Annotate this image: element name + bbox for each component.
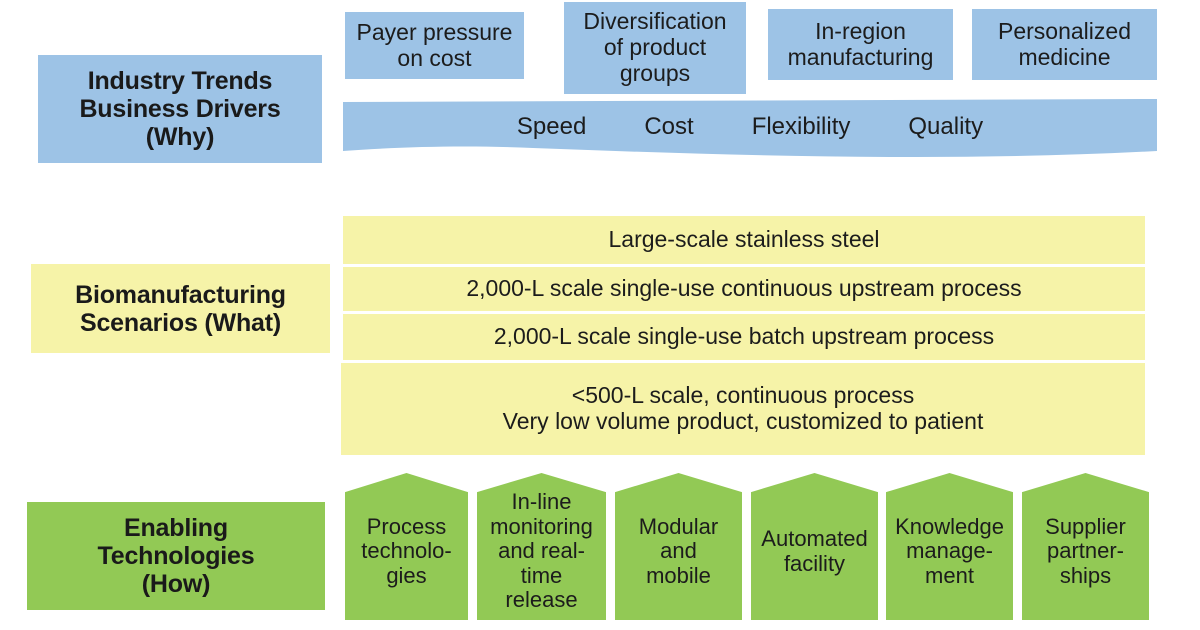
driver-label: Payer pressure on cost: [356, 18, 513, 71]
scenario-row-large-scale-stainless-steel[interactable]: Large-scale stainless steel: [343, 216, 1145, 264]
technology-pentagon-knowledge-management[interactable]: Knowledge manage- ment: [886, 473, 1013, 620]
ribbon-item-quality[interactable]: Quality: [908, 112, 984, 140]
driver-label: In-region manufacturing: [787, 17, 934, 70]
driver-box-personalized-medicine[interactable]: Personalized medicine: [972, 9, 1157, 80]
driver-box-diversification[interactable]: Diversification of product groups: [564, 2, 746, 94]
drivers-ribbon-items: Speed Cost Flexibility Quality: [343, 99, 1157, 154]
tier-label-biomanufacturing-scenarios: Biomanufacturing Scenarios (What): [31, 264, 330, 353]
tier-label-enabling-technologies: Enabling Technologies (How): [27, 502, 325, 610]
technology-label: Modular and mobile: [638, 513, 719, 588]
scenario-row-continuous-upstream[interactable]: 2,000-L scale single-use continuous upst…: [343, 267, 1145, 311]
drivers-ribbon-shape: [343, 99, 1157, 161]
scenario-label: 2,000-L scale single-use continuous upst…: [466, 275, 1022, 302]
ribbon-item-cost[interactable]: Cost: [644, 112, 694, 140]
ribbon-item-speed[interactable]: Speed: [516, 112, 587, 140]
scenario-label: Large-scale stainless steel: [608, 226, 880, 253]
driver-label: Diversification of product groups: [583, 8, 727, 86]
driver-box-in-region-manufacturing[interactable]: In-region manufacturing: [768, 9, 953, 80]
technology-label: In-line monitoring and real- time releas…: [490, 488, 593, 613]
tier-label-text: Industry Trends Business Drivers (Why): [79, 67, 281, 151]
technology-pentagon-in-line-monitoring[interactable]: In-line monitoring and real- time releas…: [477, 473, 606, 620]
scenario-row-batch-upstream[interactable]: 2,000-L scale single-use batch upstream …: [343, 314, 1145, 360]
technology-label: Process technolo- gies: [361, 513, 452, 588]
technology-label: Knowledge manage- ment: [895, 513, 1004, 588]
driver-box-payer-pressure[interactable]: Payer pressure on cost: [345, 12, 524, 79]
tier-label-text: Biomanufacturing Scenarios (What): [75, 280, 286, 337]
tier-label-text: Enabling Technologies (How): [97, 514, 255, 598]
scenario-label: <500-L scale, continuous process Very lo…: [502, 382, 984, 434]
technology-pentagon-automated-facility[interactable]: Automated facility: [751, 473, 878, 620]
technology-label: Supplier partner- ships: [1045, 513, 1126, 588]
tier-label-industry-trends: Industry Trends Business Drivers (Why): [38, 55, 322, 163]
ribbon-item-flexibility[interactable]: Flexibility: [751, 112, 851, 140]
technology-label: Automated facility: [761, 525, 868, 576]
technology-pentagon-modular-and-mobile[interactable]: Modular and mobile: [615, 473, 742, 620]
technology-pentagon-supplier-partnerships[interactable]: Supplier partner- ships: [1022, 473, 1149, 620]
driver-label: Personalized medicine: [998, 17, 1131, 70]
scenario-row-low-volume-continuous[interactable]: <500-L scale, continuous process Very lo…: [341, 363, 1145, 455]
scenario-label: 2,000-L scale single-use batch upstream …: [493, 323, 995, 350]
technology-pentagon-process-technologies[interactable]: Process technolo- gies: [345, 473, 468, 620]
